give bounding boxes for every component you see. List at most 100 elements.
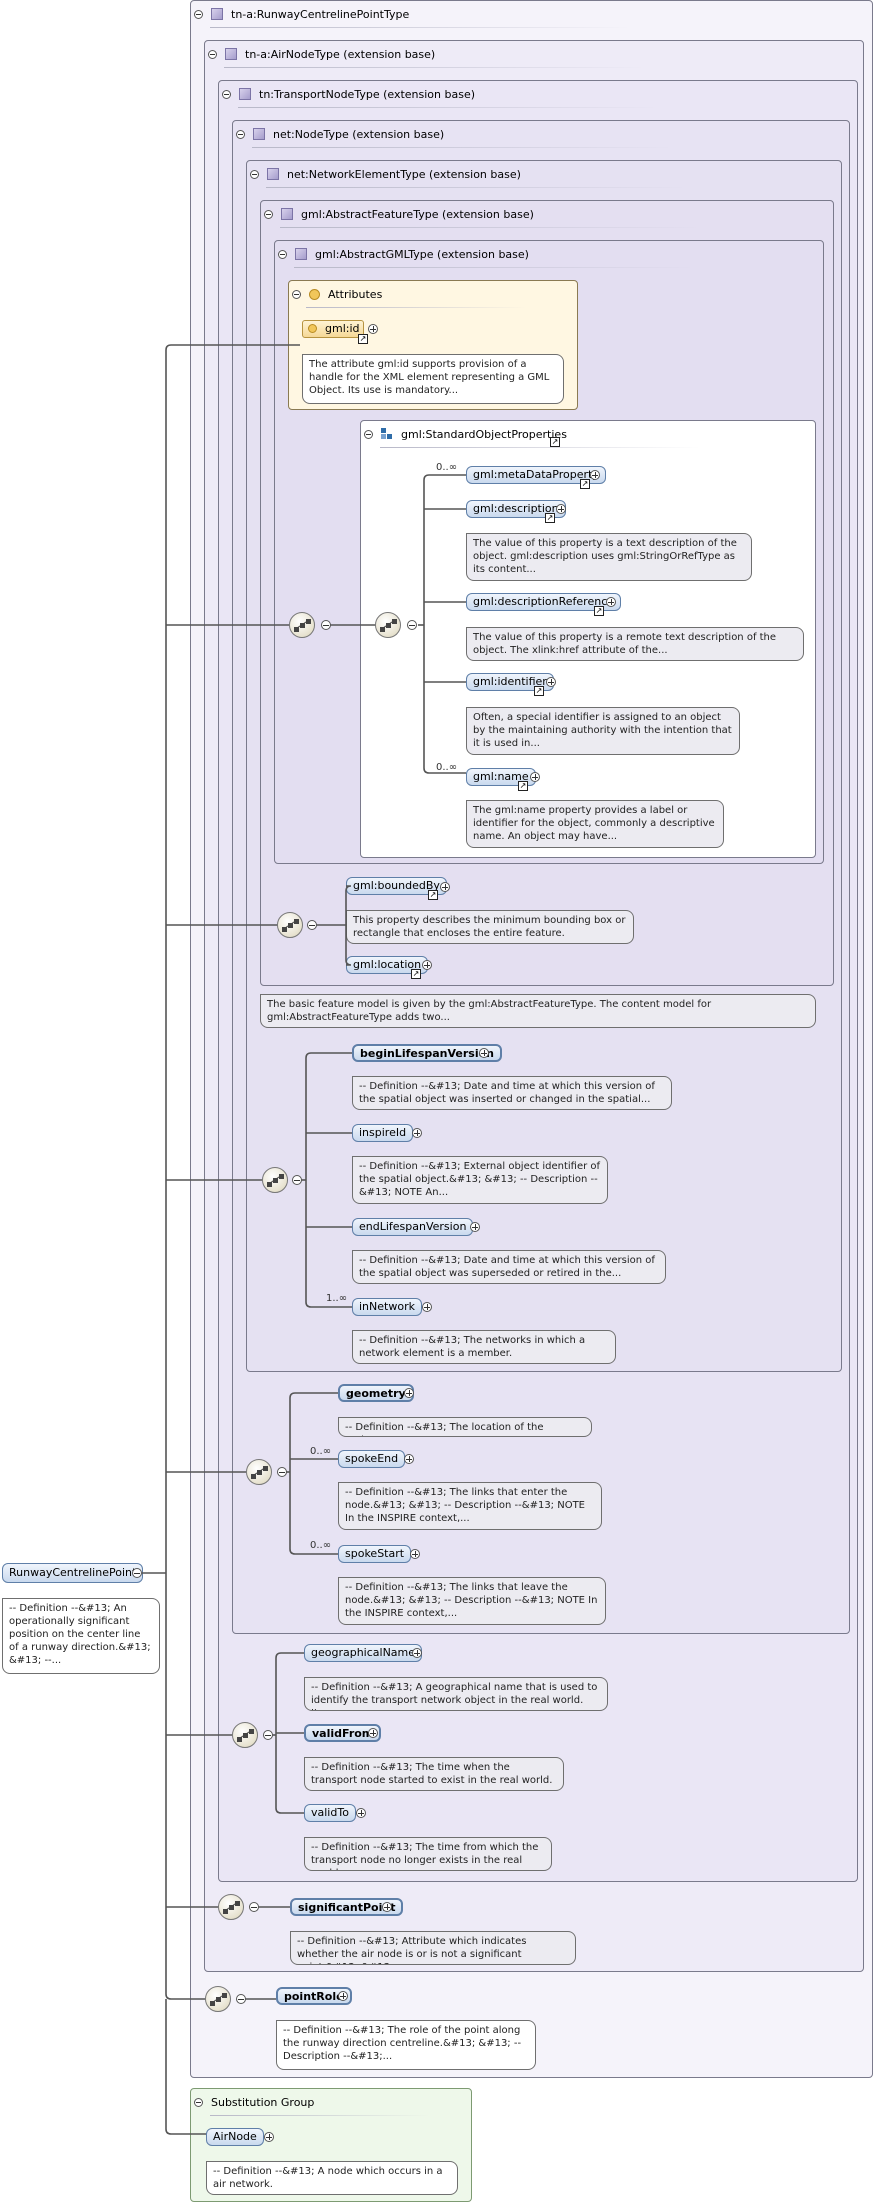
geographicalname-element[interactable]: geographicalName	[304, 1644, 423, 1662]
significantpoint-element[interactable]: significantPoint	[290, 1898, 404, 1916]
collapse-icon[interactable]	[132, 1568, 142, 1578]
sequence-compositor-icon[interactable]	[246, 1459, 272, 1485]
gml-id-attribute[interactable]: gml:id	[302, 320, 364, 338]
reference-icon: ↗	[534, 686, 544, 696]
expand-icon[interactable]	[412, 1648, 422, 1658]
attributes-header[interactable]: Attributes	[292, 286, 382, 302]
type-name: net:NetworkElementType (extension base)	[287, 167, 521, 181]
collapse-icon[interactable]	[307, 920, 317, 930]
expand-icon[interactable]	[412, 1128, 422, 1138]
sequence-compositor-icon[interactable]	[277, 912, 303, 938]
expand-icon[interactable]	[404, 1454, 414, 1464]
inspireid-element[interactable]: inspireId	[352, 1124, 414, 1142]
gml-name-doc: The gml:name property provides a label o…	[466, 800, 724, 848]
innetwork-element[interactable]: inNetwork	[352, 1298, 422, 1316]
expand-icon[interactable]	[368, 324, 378, 334]
abstract-gml-type-header[interactable]: gml:AbstractGMLType (extension base)	[278, 246, 529, 262]
collapse-icon[interactable]	[292, 289, 301, 299]
expand-icon[interactable]	[404, 1388, 414, 1398]
substitution-group-header[interactable]: Substitution Group	[194, 2094, 314, 2110]
node-type-header[interactable]: net:NodeType (extension base)	[236, 126, 444, 142]
spokestart-doc: -- Definition --&#13; The links that lea…	[338, 1577, 606, 1625]
collapse-icon[interactable]	[264, 209, 273, 219]
collapse-icon[interactable]	[277, 1467, 287, 1477]
expand-icon[interactable]	[590, 470, 600, 480]
group-name: gml:StandardObjectProperties	[401, 427, 567, 441]
complex-type-icon	[239, 88, 251, 100]
expand-icon[interactable]	[264, 2132, 274, 2142]
significantpoint-doc: -- Definition --&#13; Attribute which in…	[290, 1931, 576, 1965]
pointrole-doc: -- Definition --&#13; The role of the po…	[276, 2020, 536, 2070]
gml-identifier-element[interactable]: gml:identifier	[466, 673, 554, 691]
expand-icon[interactable]	[356, 1808, 366, 1818]
sequence-compositor-icon[interactable]	[375, 612, 401, 638]
standard-object-properties-header[interactable]: gml:StandardObjectProperties	[364, 426, 567, 442]
expand-icon[interactable]	[606, 597, 616, 607]
type-name: gml:AbstractGMLType (extension base)	[315, 247, 529, 261]
expand-icon[interactable]	[338, 1991, 348, 2001]
collapse-icon[interactable]	[407, 620, 417, 630]
spokestart-element[interactable]: spokeStart	[338, 1545, 412, 1563]
expand-icon[interactable]	[422, 960, 432, 970]
innetwork-doc: -- Definition --&#13; The networks in wh…	[352, 1330, 616, 1364]
beginlifespanversion-doc: -- Definition --&#13; Date and time at w…	[352, 1076, 672, 1110]
collapse-icon[interactable]	[292, 1175, 302, 1185]
airnode-element[interactable]: AirNode	[206, 2128, 264, 2146]
gml-metadataproperty-element[interactable]: gml:metaDataProperty	[466, 466, 606, 484]
complex-type-icon	[253, 128, 265, 140]
validfrom-element[interactable]: validFrom	[304, 1724, 382, 1742]
expand-icon[interactable]	[440, 882, 450, 892]
runwaycentrelinepoint-element[interactable]: RunwayCentrelinePoint	[2, 1563, 144, 1583]
reference-icon: ↗	[580, 479, 590, 489]
collapse-icon[interactable]	[208, 49, 217, 59]
geometry-element[interactable]: geometry	[338, 1384, 414, 1402]
type-name: gml:AbstractFeatureType (extension base)	[301, 207, 534, 221]
endlifespanversion-element[interactable]: endLifespanVersion	[352, 1218, 474, 1236]
validto-element[interactable]: validTo	[304, 1804, 356, 1822]
expand-icon[interactable]	[530, 772, 540, 782]
collapse-icon[interactable]	[278, 249, 287, 259]
beginlifespanversion-element[interactable]: beginLifespanVersion	[352, 1044, 503, 1062]
expand-icon[interactable]	[382, 1902, 392, 1912]
collapse-icon[interactable]	[364, 429, 373, 439]
expand-icon[interactable]	[410, 1549, 420, 1559]
pointrole-element[interactable]: pointRole	[276, 1987, 352, 2005]
gml-description-element[interactable]: gml:description	[466, 500, 566, 518]
spokeend-element[interactable]: spokeEnd	[338, 1450, 406, 1468]
expand-icon[interactable]	[546, 677, 556, 687]
sequence-compositor-icon[interactable]	[262, 1167, 288, 1193]
collapse-icon[interactable]	[321, 620, 331, 630]
cardinality: 0..∞	[310, 1446, 332, 1457]
expand-icon[interactable]	[368, 1728, 378, 1738]
gml-description-doc: The value of this property is a text des…	[466, 533, 752, 581]
abstract-feature-type-header[interactable]: gml:AbstractFeatureType (extension base)	[264, 206, 534, 222]
collapse-icon[interactable]	[194, 2097, 203, 2107]
reference-icon: ↗	[594, 606, 604, 616]
cardinality: 0..∞	[436, 762, 458, 773]
sequence-compositor-icon[interactable]	[289, 612, 315, 638]
gml-descriptionreference-element[interactable]: gml:descriptionReference	[466, 593, 622, 611]
attributes-title: Attributes	[328, 287, 383, 301]
expand-icon[interactable]	[556, 504, 566, 514]
airnode-doc: -- Definition --&#13; A node which occur…	[206, 2161, 458, 2195]
collapse-icon[interactable]	[194, 9, 203, 19]
expand-icon[interactable]	[422, 1302, 432, 1312]
collapse-icon[interactable]	[236, 129, 245, 139]
gml-location-element[interactable]: gml:location	[346, 956, 429, 974]
transport-node-type-header[interactable]: tn:TransportNodeType (extension base)	[222, 86, 475, 102]
gml-boundedby-element[interactable]: gml:boundedBy	[346, 877, 447, 895]
collapse-icon[interactable]	[263, 1730, 273, 1740]
collapse-icon[interactable]	[236, 1994, 246, 2004]
sequence-compositor-icon[interactable]	[218, 1894, 244, 1920]
network-element-type-header[interactable]: net:NetworkElementType (extension base)	[250, 166, 521, 182]
complex-type-icon	[211, 8, 223, 20]
sequence-compositor-icon[interactable]	[232, 1722, 258, 1748]
collapse-icon[interactable]	[250, 169, 259, 179]
runway-centreline-point-type-header[interactable]: tn-a:RunwayCentrelinePointType	[194, 6, 409, 22]
collapse-icon[interactable]	[249, 1902, 259, 1912]
collapse-icon[interactable]	[222, 89, 231, 99]
air-node-type-header[interactable]: tn-a:AirNodeType (extension base)	[208, 46, 435, 62]
expand-icon[interactable]	[470, 1222, 480, 1232]
sequence-compositor-icon[interactable]	[205, 1986, 231, 2012]
expand-icon[interactable]	[479, 1048, 489, 1058]
